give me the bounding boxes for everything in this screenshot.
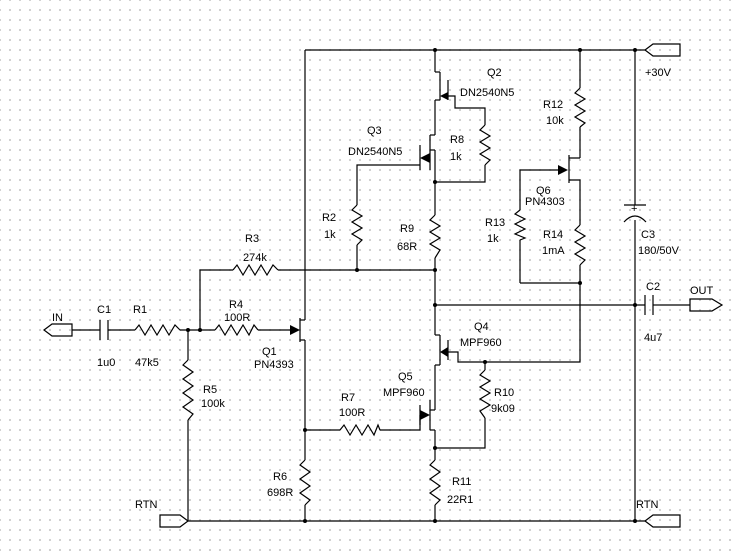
r13-value: 1k — [487, 233, 499, 245]
r5-symbol — [181, 359, 195, 421]
q3-ref: Q3 — [367, 125, 382, 137]
r3-value: 274k — [243, 252, 267, 264]
q3-symbol — [419, 134, 435, 170]
q4-ref: Q4 — [474, 321, 489, 333]
q6-ref: Q6 — [536, 185, 551, 197]
r10-value: 9k09 — [491, 403, 515, 415]
r3-symbol — [232, 263, 279, 277]
r2-ref: R2 — [322, 212, 336, 224]
c2-symbol — [644, 295, 660, 315]
q2-ref: Q2 — [487, 67, 502, 79]
r6-symbol — [298, 459, 312, 506]
r11-value: 22R1 — [447, 494, 473, 506]
c1-symbol — [99, 320, 109, 340]
q1-value: PN4393 — [254, 359, 294, 371]
c3-polarity: + — [631, 203, 637, 215]
c3-ref: C3 — [641, 229, 655, 241]
q2-value: DN2540N5 — [460, 87, 514, 99]
c3-symbol — [623, 204, 647, 223]
r9-symbol — [428, 214, 442, 259]
labels: IN OUT +30V RTN RTN C1 1u0 R1 47k5 R4 10… — [52, 67, 714, 511]
r12-ref: R12 — [543, 99, 563, 111]
q5-value: MPF960 — [383, 387, 425, 399]
q1-symbol — [290, 318, 305, 342]
c1-ref: C1 — [97, 304, 111, 316]
transistors — [290, 71, 570, 431]
r1-value: 47k5 — [135, 357, 159, 369]
resistors — [134, 87, 587, 506]
r9-ref: R9 — [400, 223, 414, 235]
c1-value: 1u0 — [97, 357, 115, 369]
out-port[interactable] — [689, 298, 724, 312]
r2-value: 1k — [324, 229, 336, 241]
r13-symbol — [513, 209, 527, 241]
r2-symbol — [350, 204, 364, 246]
vplus-label: +30V — [645, 67, 672, 79]
vplus-port[interactable] — [644, 43, 681, 57]
rtn-right-label: RTN — [636, 499, 658, 511]
rtn-left-port[interactable] — [159, 514, 189, 528]
q5-symbol — [419, 400, 435, 431]
r14-ref: R14 — [543, 229, 563, 241]
q1-ref: Q1 — [262, 346, 277, 358]
r8-symbol — [478, 124, 492, 166]
junctions — [186, 48, 637, 523]
r5-ref: R5 — [203, 384, 217, 396]
r12-value: 10k — [546, 115, 564, 127]
r12-symbol — [573, 87, 587, 128]
q6-symbol — [558, 155, 570, 183]
rtn-left-label: RTN — [135, 499, 157, 511]
wires — [72, 49, 690, 522]
r10-ref: R10 — [494, 387, 514, 399]
q4-symbol — [435, 334, 449, 366]
r7-ref: R7 — [341, 392, 355, 404]
q2-symbol — [435, 71, 449, 101]
r7-value: 100R — [339, 407, 365, 419]
out-label: OUT — [690, 285, 714, 297]
c2-ref: C2 — [646, 281, 660, 293]
ports — [43, 43, 724, 528]
r14-value: 1mA — [542, 245, 565, 257]
in-port[interactable] — [43, 323, 73, 337]
r3-ref: R3 — [245, 233, 259, 245]
c3-value: 180/50V — [638, 245, 680, 257]
r4-value: 100R — [224, 312, 250, 324]
q3-value: DN2540N5 — [348, 146, 402, 158]
r8-ref: R8 — [450, 134, 464, 146]
q6-value: PN4303 — [525, 196, 565, 208]
r10-symbol — [478, 369, 492, 419]
r11-symbol — [428, 459, 442, 506]
r9-value: 68R — [397, 241, 417, 253]
rtn-right-port[interactable] — [644, 514, 681, 528]
r13-ref: R13 — [485, 217, 505, 229]
r4-ref: R4 — [229, 299, 243, 311]
c2-value: 4u7 — [644, 332, 662, 344]
r14-symbol — [573, 224, 587, 266]
q5-ref: Q5 — [398, 371, 413, 383]
r6-ref: R6 — [273, 471, 287, 483]
r6-value: 698R — [267, 487, 293, 499]
r1-symbol — [134, 323, 181, 337]
q4-value: MPF960 — [460, 337, 502, 349]
in-label: IN — [52, 312, 63, 324]
r5-value: 100k — [201, 398, 225, 410]
r8-value: 1k — [450, 151, 462, 163]
capacitors — [99, 204, 660, 340]
r11-ref: R11 — [452, 476, 471, 488]
r4-symbol — [214, 323, 259, 337]
r1-ref: R1 — [133, 304, 147, 316]
r7-symbol — [339, 423, 381, 437]
